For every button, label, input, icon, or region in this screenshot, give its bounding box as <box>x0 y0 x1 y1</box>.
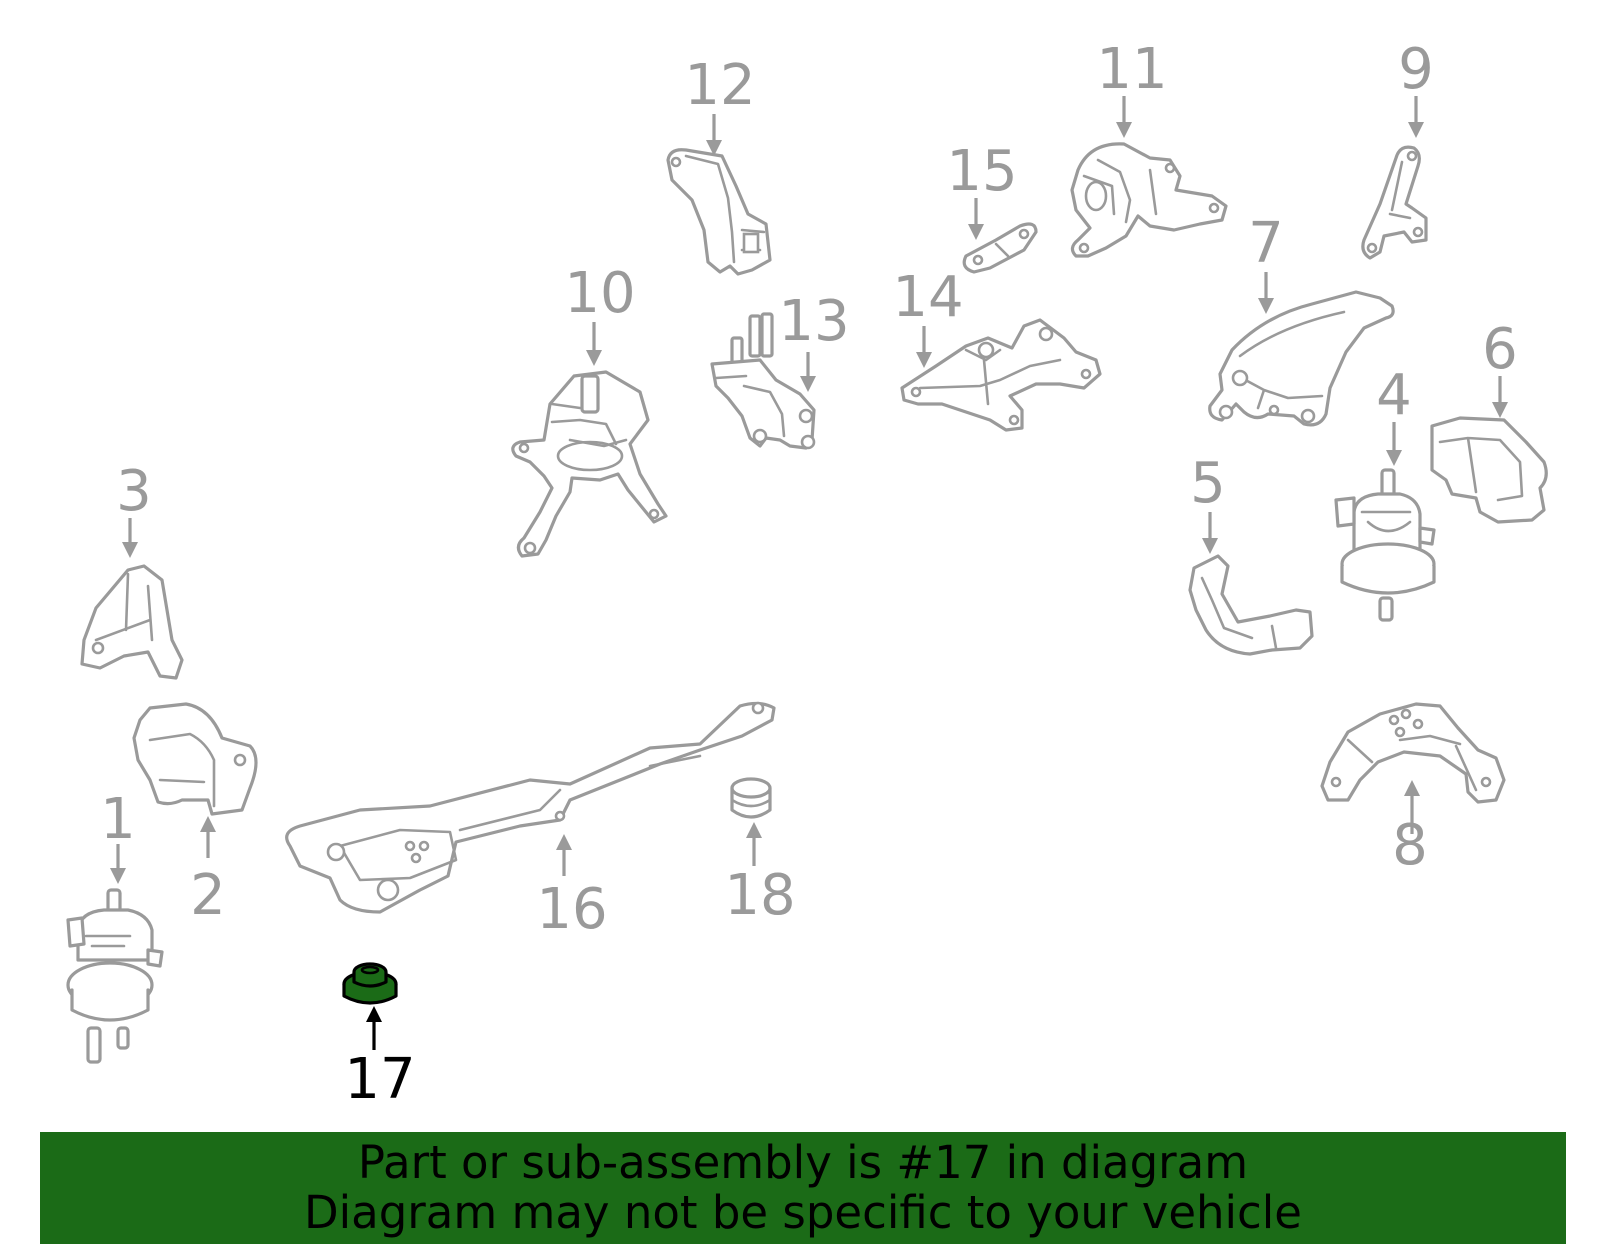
part-12-bracket[interactable] <box>666 148 772 276</box>
callout-5: 5 <box>1190 451 1226 516</box>
part-7-bracket[interactable] <box>1208 290 1395 427</box>
part-10-engine-mount[interactable] <box>511 370 668 558</box>
callout-16: 16 <box>536 877 607 942</box>
part-8-bracket[interactable] <box>1320 702 1506 804</box>
part-17-bushing[interactable] <box>342 962 398 1005</box>
part-9-bracket[interactable] <box>1361 145 1428 260</box>
callout-labels: 1 2 3 4 5 6 7 8 9 10 11 12 13 14 15 16 1… <box>100 37 1518 1112</box>
info-banner: Part or sub-assembly is #17 in diagram D… <box>40 1132 1566 1244</box>
callout-10: 10 <box>564 261 635 326</box>
callout-14: 14 <box>892 265 963 330</box>
callout-4: 4 <box>1376 363 1412 428</box>
callout-17-highlighted: 17 <box>344 1047 415 1112</box>
callout-18: 18 <box>724 863 795 928</box>
callout-6: 6 <box>1482 317 1518 382</box>
banner-line-2: Diagram may not be specific to your vehi… <box>304 1186 1302 1239</box>
part-16-crossmember[interactable] <box>285 701 776 914</box>
part-6-bracket[interactable] <box>1430 416 1548 524</box>
callout-arrows <box>110 96 1508 1050</box>
callout-2: 2 <box>190 863 226 928</box>
callout-1: 1 <box>100 787 136 852</box>
callout-13: 13 <box>778 289 849 354</box>
callout-11: 11 <box>1096 37 1167 102</box>
part-4-engine-mount[interactable] <box>1334 468 1436 622</box>
part-14-bracket[interactable] <box>900 318 1102 432</box>
callout-9: 9 <box>1398 37 1434 102</box>
callout-15: 15 <box>946 139 1017 204</box>
part-11-mount[interactable] <box>1070 142 1228 258</box>
part-15-bracket[interactable] <box>962 222 1038 274</box>
part-5-bracket[interactable] <box>1188 554 1314 656</box>
callout-7: 7 <box>1248 211 1284 276</box>
part-2-bracket[interactable] <box>132 702 258 816</box>
part-13-bracket[interactable] <box>710 312 816 450</box>
banner-line-1: Part or sub-assembly is #17 in diagram <box>357 1136 1249 1189</box>
callout-8: 8 <box>1392 813 1428 878</box>
part-3-bracket[interactable] <box>80 564 184 680</box>
callout-12: 12 <box>684 53 755 118</box>
part-18-bushing[interactable] <box>730 777 772 819</box>
callout-3: 3 <box>116 459 152 524</box>
part-1-engine-mount[interactable] <box>66 888 164 1064</box>
